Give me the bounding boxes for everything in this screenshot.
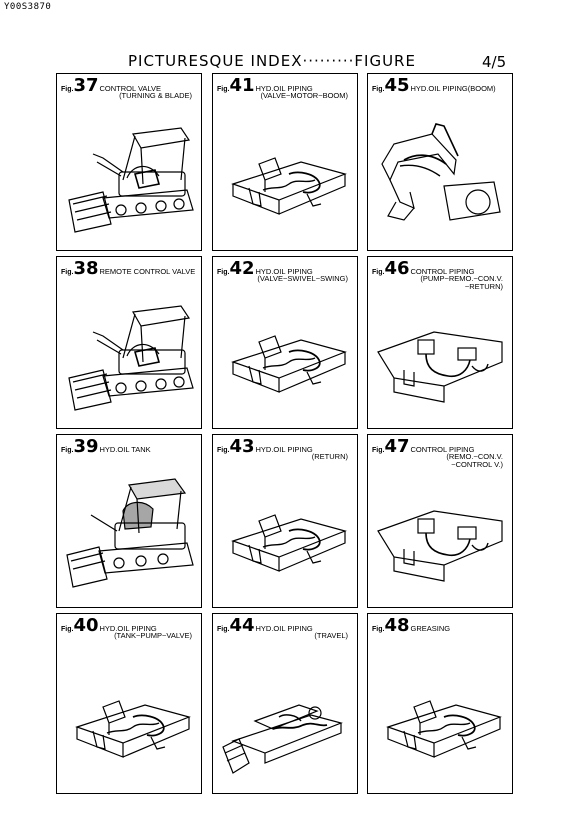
figure-prefix: Fig. <box>217 447 230 454</box>
figure-prefix: Fig. <box>61 626 74 633</box>
figure-subtitle: (VALVE~SWIVEL~SWING) <box>257 274 348 283</box>
figure-title: HYD.OIL PIPING <box>255 445 313 454</box>
figure-title: HYD.OIL PIPING <box>255 267 313 276</box>
figure-caption: Fig.46CONTROL PIPING(PUMP~REMO.~CON.V. ~… <box>372 260 509 291</box>
boom-arm-icon <box>374 104 506 244</box>
figure-title: CONTROL VALVE <box>99 84 162 93</box>
figure-prefix: Fig. <box>372 269 385 276</box>
figure-prefix: Fig. <box>372 626 385 633</box>
figure-number: 37 <box>73 75 99 96</box>
figure-cell-42[interactable]: Fig.42HYD.OIL PIPING(VALVE~SWIVEL~SWING) <box>212 256 358 429</box>
page-heading: PICTURESQUE INDEX·········FIGURE 4/5 <box>0 52 584 71</box>
figure-number: 43 <box>229 436 255 457</box>
figure-cell-41[interactable]: Fig.41HYD.OIL PIPING(VALVE~MOTOR~BOOM) <box>212 73 358 251</box>
figure-caption: Fig.40HYD.OIL PIPING(TANK~PUMP~VALVE) <box>61 617 198 640</box>
page-number: 4/5 <box>482 53 507 71</box>
figure-title: REMOTE CONTROL VALVE <box>99 267 196 276</box>
figure-caption: Fig.44HYD.OIL PIPING(TRAVEL) <box>217 617 354 640</box>
figure-number: 47 <box>384 436 410 457</box>
figure-number: 44 <box>229 615 255 636</box>
figure-caption: Fig.42HYD.OIL PIPING(VALVE~SWIVEL~SWING) <box>217 260 354 283</box>
frame-piping-icon <box>219 134 351 244</box>
document-id: Y00S3870 <box>4 2 52 12</box>
figure-number: 41 <box>229 75 255 96</box>
figure-subtitle: (PUMP~REMO.~CON.V. ~RETURN) <box>420 274 503 291</box>
frame-piping-icon <box>63 677 195 787</box>
figure-title: CONTROL PIPING <box>410 445 475 454</box>
excavator-blade-icon <box>63 114 195 244</box>
figure-cell-37[interactable]: Fig.37CONTROL VALVE(TURNING & BLADE) <box>56 73 202 251</box>
figure-title: HYD.OIL TANK <box>99 445 151 454</box>
figure-title: CONTROL PIPING <box>410 267 475 276</box>
figure-subtitle: (RETURN) <box>311 452 348 461</box>
figure-caption: Fig.37CONTROL VALVE(TURNING & BLADE) <box>61 77 198 100</box>
figure-title: HYD.OIL PIPING <box>255 624 313 633</box>
undercarriage-icon <box>219 677 351 787</box>
figure-caption: Fig.39HYD.OIL TANK <box>61 438 198 456</box>
figure-prefix: Fig. <box>61 86 74 93</box>
frame-piping-icon <box>219 491 351 601</box>
figure-cell-43[interactable]: Fig.43HYD.OIL PIPING(RETURN) <box>212 434 358 608</box>
page-title: PICTURESQUE INDEX·········FIGURE <box>128 52 416 70</box>
figure-caption: Fig.45HYD.OIL PIPING(BOOM) <box>372 77 509 95</box>
excavator-cab-icon <box>63 471 195 601</box>
figure-caption: Fig.43HYD.OIL PIPING(RETURN) <box>217 438 354 461</box>
figure-number: 45 <box>384 75 410 96</box>
figure-cell-47[interactable]: Fig.47CONTROL PIPING(REMO.~CON.V. ~CONTR… <box>367 434 513 608</box>
figure-subtitle: (VALVE~MOTOR~BOOM) <box>260 91 348 100</box>
figure-caption: Fig.41HYD.OIL PIPING(VALVE~MOTOR~BOOM) <box>217 77 354 100</box>
figure-subtitle: (TRAVEL) <box>314 631 348 640</box>
figure-number: 46 <box>384 258 410 279</box>
figure-subtitle: (TANK~PUMP~VALVE) <box>114 631 192 640</box>
figure-title: HYD.OIL PIPING <box>255 84 313 93</box>
frame-piping-icon <box>374 677 506 787</box>
figure-cell-38[interactable]: Fig.38REMOTE CONTROL VALVE <box>56 256 202 429</box>
figure-prefix: Fig. <box>372 86 385 93</box>
figure-number: 39 <box>73 436 99 457</box>
figure-cell-48[interactable]: Fig.48GREASING <box>367 613 513 794</box>
figure-subtitle: (TURNING & BLADE) <box>119 91 192 100</box>
figure-cell-39[interactable]: Fig.39HYD.OIL TANK <box>56 434 202 608</box>
figure-title: HYD.OIL PIPING(BOOM) <box>410 84 496 93</box>
figure-prefix: Fig. <box>61 447 74 454</box>
control-piping-icon <box>374 312 506 422</box>
figure-prefix: Fig. <box>372 447 385 454</box>
figure-cell-40[interactable]: Fig.40HYD.OIL PIPING(TANK~PUMP~VALVE) <box>56 613 202 794</box>
figure-caption: Fig.38REMOTE CONTROL VALVE <box>61 260 198 278</box>
figure-cell-46[interactable]: Fig.46CONTROL PIPING(PUMP~REMO.~CON.V. ~… <box>367 256 513 429</box>
figure-cell-45[interactable]: Fig.45HYD.OIL PIPING(BOOM) <box>367 73 513 251</box>
figure-prefix: Fig. <box>217 269 230 276</box>
figure-prefix: Fig. <box>217 86 230 93</box>
figure-title: HYD.OIL PIPING <box>99 624 157 633</box>
control-piping-icon <box>374 491 506 601</box>
frame-piping-icon <box>219 312 351 422</box>
figure-number: 48 <box>384 615 410 636</box>
figure-prefix: Fig. <box>217 626 230 633</box>
figure-number: 38 <box>73 258 99 279</box>
figure-title: GREASING <box>410 624 451 633</box>
figure-caption: Fig.47CONTROL PIPING(REMO.~CON.V. ~CONTR… <box>372 438 509 469</box>
figure-subtitle: (REMO.~CON.V. ~CONTROL V.) <box>446 452 503 469</box>
figure-number: 42 <box>229 258 255 279</box>
figure-cell-44[interactable]: Fig.44HYD.OIL PIPING(TRAVEL) <box>212 613 358 794</box>
excavator-blade-icon <box>63 292 195 422</box>
figure-number: 40 <box>73 615 99 636</box>
figure-caption: Fig.48GREASING <box>372 617 509 635</box>
figure-prefix: Fig. <box>61 269 74 276</box>
